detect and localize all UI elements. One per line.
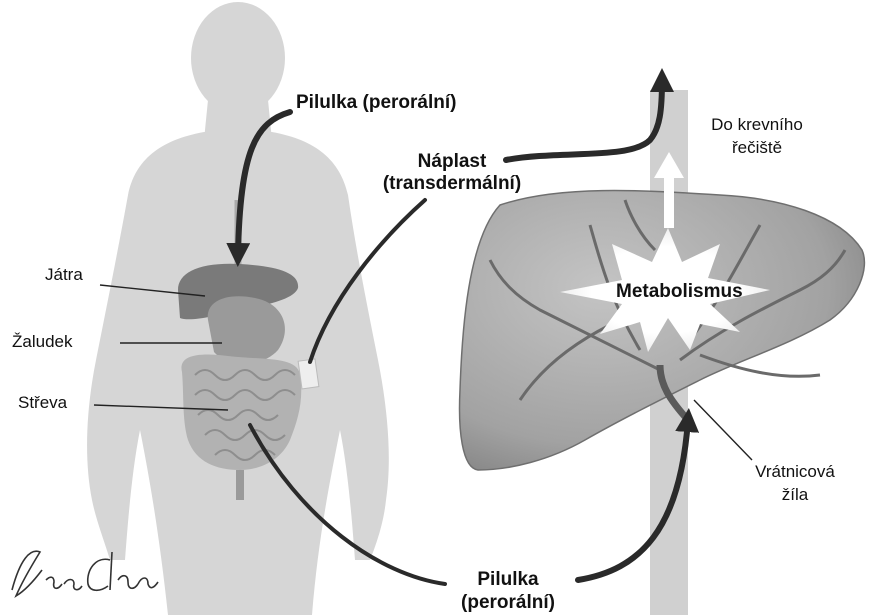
stomach-organ <box>208 296 285 364</box>
patch-label-line1: Náplast <box>372 151 532 173</box>
pill-oral-bottom-label-line2: (perorální) <box>440 591 576 614</box>
pill-oral-bottom-label: Pilulka (perorální) <box>440 568 576 614</box>
patch-to-blood-arrow <box>506 80 662 160</box>
artist-signature <box>12 551 158 596</box>
bloodstream-label: Do krevního řečiště <box>695 113 819 159</box>
liver-label: Játra <box>45 265 83 285</box>
patch-label-line2: (transdermální) <box>372 173 532 195</box>
patch <box>298 359 319 389</box>
pill-oral-top-label: Pilulka (perorální) <box>296 92 456 114</box>
portal-vein-label-line2: žíla <box>745 483 845 506</box>
stomach-label: Žaludek <box>12 332 72 352</box>
metabolism-label: Metabolismus <box>616 281 743 303</box>
bloodstream-label-line1: Do krevního <box>695 113 819 136</box>
patch-label: Náplast (transdermální) <box>372 151 532 195</box>
pill-oral-bottom-label-line1: Pilulka <box>440 568 576 591</box>
bloodstream-label-line2: řečiště <box>695 136 819 159</box>
portal-vein-label-line1: Vrátnicová <box>745 460 845 483</box>
intestines-label: Střeva <box>18 393 67 413</box>
portal-vein-label: Vrátnicová žíla <box>745 460 845 506</box>
